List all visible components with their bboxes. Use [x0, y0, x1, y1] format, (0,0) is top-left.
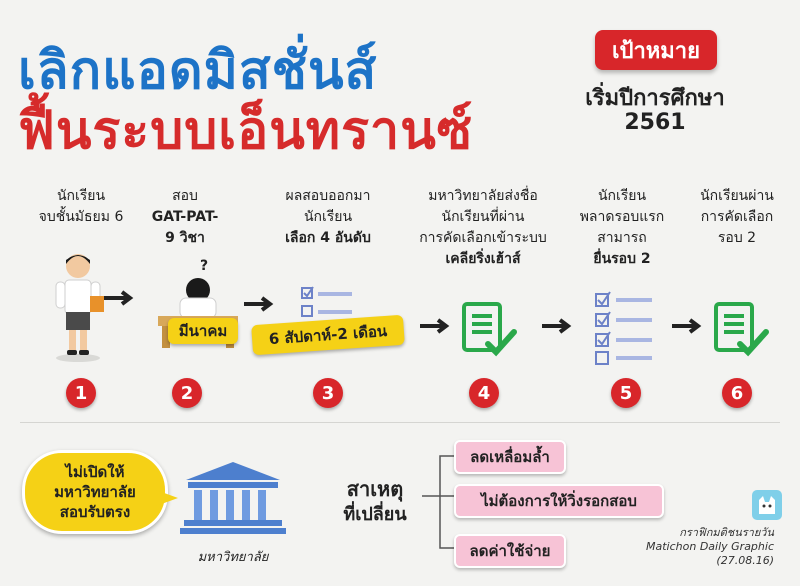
checklist-icon — [301, 286, 352, 317]
cause-label: สาเหตุ ที่เปลี่ยน — [325, 476, 425, 528]
reason-2: ไม่ต้องการให้วิ่งรอกสอบ — [454, 484, 664, 518]
no-direct-admission-bubble: ไม่เปิดให้ มหาวิทยาลัย สอบรับตรง — [22, 450, 168, 534]
tag-duration: 6 สัปดาห์-2 เดือน — [251, 314, 405, 356]
step-6-line-3: รอบ 2 — [717, 230, 757, 246]
arrow-right-icon — [542, 318, 572, 334]
step-4-text: มหาวิทยาลัยส่งชื่อ นักเรียนที่ผ่าน การคั… — [404, 186, 562, 270]
step-3-line-3: เลือก 4 อันดับ — [285, 230, 371, 246]
step-4-line-1: มหาวิทยาลัยส่งชื่อ — [428, 188, 538, 204]
cause-bracket — [422, 455, 460, 549]
reason-1: ลดเหลื่อมล้ำ — [454, 440, 566, 474]
university-label: มหาวิทยาลัย — [197, 550, 269, 565]
student-icon — [55, 254, 104, 362]
cause-line-2: ที่เปลี่ยน — [343, 504, 407, 525]
step-6-number: 6 — [722, 378, 752, 408]
step-5-line-2: พลาดรอบแรก — [579, 209, 665, 225]
arrow-right-icon — [244, 296, 274, 312]
step-3-line-1: ผลสอบออกมา — [285, 188, 371, 204]
step-1-line-2: จบชั้นมัธยม 6 — [38, 209, 124, 225]
step-2-text: สอบ GAT-PAT- 9 วิชา — [140, 186, 230, 249]
step-4-line-4: เคลียริ่งเฮ้าส์ — [445, 251, 521, 267]
step-6-line-2: การคัดเลือก — [700, 209, 774, 225]
step-3-number: 3 — [313, 378, 343, 408]
question-mark: ? — [200, 258, 209, 274]
title-line-1: เลิกแอดมิสชั่นส์ — [18, 41, 378, 101]
tag-march: มีนาคม — [168, 318, 238, 344]
step-2-line-1: สอบ — [172, 188, 198, 204]
arrow-right-icon — [420, 318, 450, 334]
step-4-number: 4 — [469, 378, 499, 408]
step-3-text: ผลสอบออกมา นักเรียน เลือก 4 อันดับ — [258, 186, 398, 249]
cause-line-1: สาเหตุ — [346, 477, 404, 501]
checklist-icon-2 — [595, 291, 652, 365]
credit-line-1: กราฟิกมติชนรายวัน — [679, 526, 774, 539]
divider — [20, 422, 780, 423]
step-6-text: นักเรียนผ่าน การคัดเลือก รอบ 2 — [682, 186, 792, 249]
arrow-right-icon — [104, 290, 134, 306]
step-1-number: 1 — [66, 378, 96, 408]
step-1-text: นักเรียน จบชั้นมัธยม 6 — [22, 186, 140, 228]
step-2-line-2: GAT-PAT- — [151, 209, 219, 225]
step-5-line-4: ยื่นรอบ 2 — [593, 251, 651, 267]
step-5-line-1: นักเรียน — [597, 188, 647, 204]
goal-badge: เป้าหมาย — [595, 30, 717, 70]
step-2-line-3: 9 วิชา — [165, 230, 205, 246]
step-3-line-2: นักเรียน — [303, 209, 353, 225]
bubble-line-2: มหาวิทยาลัย — [54, 483, 136, 501]
step-4-line-3: การคัดเลือกเข้าระบบ — [419, 230, 547, 246]
step-2-number: 2 — [172, 378, 202, 408]
step-6-line-1: นักเรียนผ่าน — [700, 188, 774, 204]
credit-line-2: Matichon Daily Graphic — [646, 540, 774, 553]
bubble-line-3: สอบรับตรง — [59, 503, 131, 521]
step-4-line-2: นักเรียนที่ผ่าน — [441, 209, 525, 225]
title-line-2: ฟื้นระบบเอ็นทรานซ์ — [18, 101, 474, 161]
step-5-line-3: สามารถ — [597, 230, 647, 246]
reason-3: ลดค่าใช้จ่าย — [454, 534, 566, 568]
step-5-text: นักเรียน พลาดรอบแรก สามารถ ยื่นรอบ 2 — [562, 186, 682, 270]
bubble-tail — [156, 490, 178, 506]
step-1-line-1: นักเรียน — [56, 188, 106, 204]
approved-document-icon-2 — [714, 302, 769, 357]
credit: กราฟิกมติชนรายวัน Matichon Daily Graphic… — [646, 526, 774, 568]
bubble-line-1: ไม่เปิดให้ — [65, 463, 125, 481]
university-building-icon — [180, 462, 286, 534]
goal-year-label: เริ่มปีการศึกษา — [585, 86, 725, 111]
credit-line-3: (27.08.16) — [716, 554, 774, 567]
goal-year-value: 2561 — [624, 110, 686, 135]
matichon-cat-logo — [752, 490, 782, 520]
arrow-right-icon — [672, 318, 702, 334]
step-5-number: 5 — [611, 378, 641, 408]
approved-document-icon — [462, 302, 517, 357]
